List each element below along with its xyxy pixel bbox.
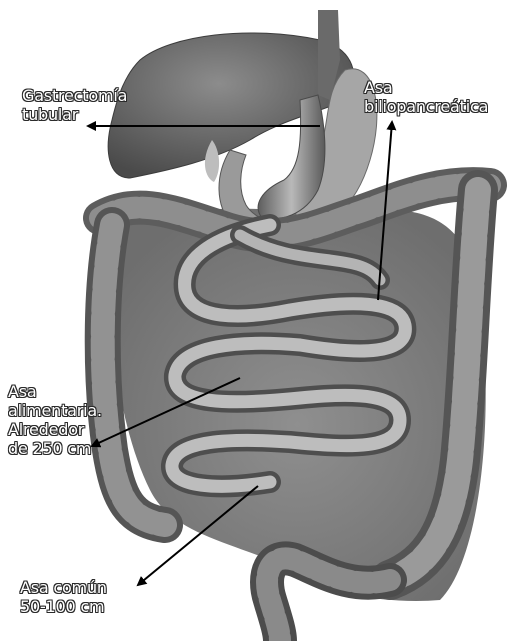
label-gastrectomy-line-1: Gastrectomía xyxy=(22,86,127,105)
label-alimentary: Asa alimentaria. Alrededor de 250 cm xyxy=(8,382,102,458)
label-alimentary-line-4: de 250 cm xyxy=(8,439,102,458)
label-common-line-2: 50-100 cm xyxy=(20,597,107,616)
sigmoid-colon xyxy=(267,558,390,641)
label-gastrectomy: Gastrectomía tubular xyxy=(22,86,127,124)
label-biliopancreatic-line-2: biliopancreática xyxy=(364,97,488,116)
label-alimentary-line-2: alimentaria. xyxy=(8,401,102,420)
label-alimentary-line-1: Asa xyxy=(8,382,102,401)
label-common: Asa común 50-100 cm xyxy=(20,578,107,616)
label-alimentary-line-3: Alrededor xyxy=(8,420,102,439)
label-biliopancreatic: Asa biliopancreática xyxy=(364,78,488,116)
label-common-line-1: Asa común xyxy=(20,578,107,597)
label-biliopancreatic-line-1: Asa xyxy=(364,78,488,97)
label-gastrectomy-line-2: tubular xyxy=(22,105,127,124)
